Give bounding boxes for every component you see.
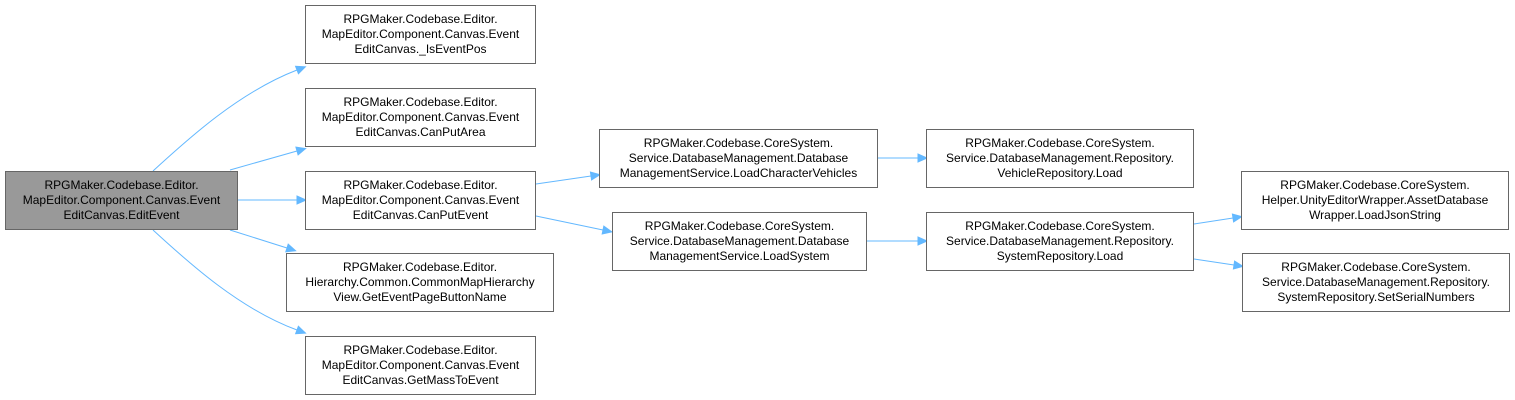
graph-node[interactable]: RPGMaker.Codebase.CoreSystem. Helper.Uni… [1241,171,1509,230]
node-label: RPGMaker.Codebase.Editor. MapEditor.Comp… [321,178,520,222]
node-label: RPGMaker.Codebase.Editor. MapEditor.Comp… [321,343,520,387]
arrowhead [917,153,929,163]
edge-n0-n4 [229,229,297,253]
node-label: RPGMaker.Codebase.CoreSystem. Helper.Uni… [1261,178,1489,222]
graph-node[interactable]: RPGMaker.Codebase.CoreSystem. Service.Da… [1242,253,1510,312]
node-label: RPGMaker.Codebase.CoreSystem. Service.Da… [629,219,850,263]
arrowhead [296,195,308,205]
edge-n9-n11 [1193,258,1245,270]
node-label: RPGMaker.Codebase.Editor. MapEditor.Comp… [22,178,221,222]
arrowhead [1232,260,1245,270]
edge-n0-n2 [229,146,307,171]
node-label: RPGMaker.Codebase.Editor. MapEditor.Comp… [321,12,520,56]
graph-node[interactable]: RPGMaker.Codebase.Editor. MapEditor.Comp… [305,171,536,230]
graph-node[interactable]: RPGMaker.Codebase.Editor. MapEditor.Comp… [305,88,536,147]
arrowhead [285,243,297,253]
graph-node[interactable]: RPGMaker.Codebase.CoreSystem. Service.Da… [926,129,1194,188]
graph-node[interactable]: RPGMaker.Codebase.Editor. MapEditor.Comp… [305,5,536,64]
edge-n3-n6 [535,171,602,185]
graph-node[interactable]: RPGMaker.Codebase.CoreSystem. Service.Da… [926,212,1194,271]
node-label: RPGMaker.Codebase.CoreSystem. Service.Da… [946,219,1174,263]
node-label: RPGMaker.Codebase.Editor. MapEditor.Comp… [321,95,520,139]
graph-node[interactable]: RPGMaker.Codebase.CoreSystem. Service.Da… [599,129,878,188]
arrowhead [294,325,307,335]
arrowhead [917,236,929,246]
node-label: RPGMaker.Codebase.CoreSystem. Service.Da… [1262,260,1490,304]
edge-n7-n9 [867,236,929,246]
arrowhead [1231,213,1244,223]
node-label: RPGMaker.Codebase.CoreSystem. Service.Da… [946,136,1174,180]
edge-n9-n10 [1193,213,1244,225]
edge-n0-n1 [152,65,307,172]
graph-node[interactable]: RPGMaker.Codebase.Editor. MapEditor.Comp… [305,336,536,395]
edge-n0-n5 [152,229,307,335]
edge-n0-n3 [238,195,308,205]
edge-n6-n8 [878,153,929,163]
arrowhead [294,65,307,75]
root-node[interactable]: RPGMaker.Codebase.Editor. MapEditor.Comp… [5,171,238,230]
node-label: RPGMaker.Codebase.Editor. Hierarchy.Comm… [305,260,535,304]
edge-n3-n7 [535,215,614,235]
arrowhead [295,146,307,156]
graph-node[interactable]: RPGMaker.Codebase.CoreSystem. Service.Da… [612,212,867,271]
arrowhead [589,171,602,181]
graph-node[interactable]: RPGMaker.Codebase.Editor. Hierarchy.Comm… [286,253,554,312]
arrowhead [601,225,614,235]
node-label: RPGMaker.Codebase.CoreSystem. Service.Da… [619,136,858,180]
